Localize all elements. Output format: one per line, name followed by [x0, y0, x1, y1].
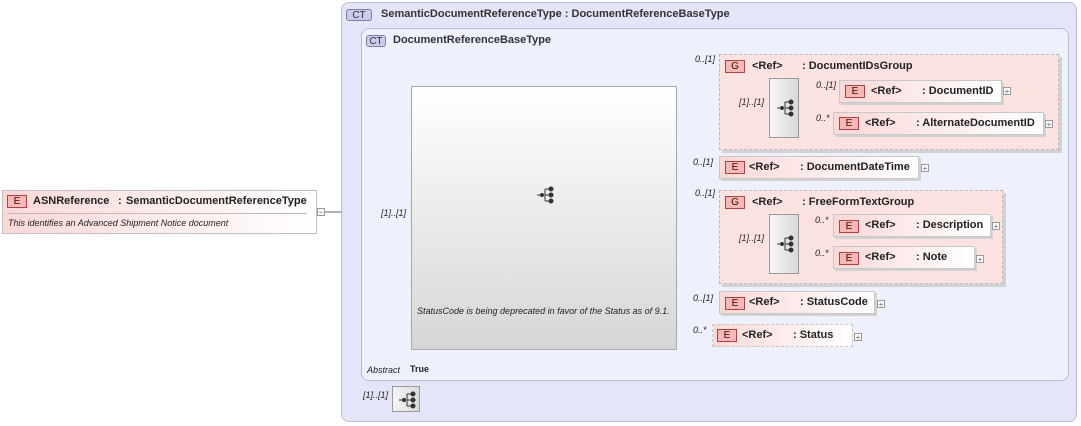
sequence-icon: [537, 186, 554, 204]
element-badge: E: [839, 117, 859, 130]
description-ref: <Ref>: [865, 219, 896, 231]
root-element[interactable]: E ASNReference : SemanticDocumentReferen…: [2, 190, 317, 234]
free-form-group-cardinality: 0..[1]: [695, 188, 716, 198]
document-date-time-cardinality: 0..[1]: [693, 157, 714, 167]
note-cardinality: 0..*: [815, 248, 829, 258]
free-form-sequence[interactable]: [769, 214, 799, 274]
status-ref: <Ref>: [742, 329, 773, 341]
status-code-element[interactable]: E <Ref> : StatusCode: [719, 291, 875, 314]
root-type: SemanticDocumentReferenceType: [126, 195, 307, 207]
ids-sequence[interactable]: [769, 78, 799, 138]
free-form-group-name: : FreeFormTextGroup: [802, 196, 915, 208]
root-separator: :: [118, 195, 122, 207]
abstract-label: Abstract: [367, 365, 401, 375]
note-name: : Note: [916, 251, 948, 263]
expand-plus-icon[interactable]: +: [1003, 87, 1011, 96]
document-id-cardinality: 0..[1]: [816, 80, 837, 90]
root-name: ASNReference: [33, 195, 110, 207]
ids-group-cardinality: 0..[1]: [695, 54, 716, 64]
outer-sequence-cardinality: [1]..[1]: [363, 390, 389, 400]
element-badge: E: [839, 252, 859, 265]
complex-type-badge: CT: [346, 9, 372, 21]
note-ref: <Ref>: [865, 251, 896, 263]
free-form-seq-cardinality: [1]..[1]: [739, 233, 765, 243]
ids-group-name: : DocumentIDsGroup: [802, 60, 913, 72]
sequence-container[interactable]: [411, 86, 677, 350]
status-name: : Status: [793, 329, 834, 341]
expand-plus-icon[interactable]: +: [1045, 120, 1053, 129]
alternate-document-id-ref: <Ref>: [865, 117, 896, 129]
group-badge: G: [725, 60, 745, 73]
document-date-time-ref: <Ref>: [749, 161, 780, 173]
document-date-time-element[interactable]: E <Ref> : DocumentDateTime: [719, 156, 919, 179]
document-id-ref: <Ref>: [871, 85, 902, 97]
root-documentation: This identifies an Advanced Shipment Not…: [8, 218, 229, 228]
sequence-icon: [777, 99, 794, 117]
element-badge: E: [725, 297, 745, 310]
inner-type-title: DocumentReferenceBaseType: [393, 34, 552, 46]
main-cardinality: [1]..[1]: [381, 208, 407, 218]
note-element[interactable]: E <Ref> : Note: [833, 246, 975, 269]
document-id-element[interactable]: E <Ref> : DocumentID: [839, 80, 1002, 103]
document-id-name: : DocumentID: [922, 85, 994, 97]
expand-plus-icon[interactable]: +: [992, 222, 1000, 231]
status-code-name: : StatusCode: [800, 296, 868, 308]
sequence-icon: [777, 235, 794, 253]
outer-type-title: SemanticDocumentReferenceType : Document…: [381, 8, 730, 20]
ids-seq-cardinality: [1]..[1]: [739, 97, 765, 107]
expand-plus-icon[interactable]: +: [854, 333, 862, 342]
expand-plus-icon[interactable]: +: [877, 300, 885, 309]
status-code-cardinality: 0..[1]: [693, 293, 714, 303]
status-element[interactable]: E <Ref> : Status: [712, 324, 853, 347]
ids-group-ref: <Ref>: [752, 60, 783, 72]
alternate-document-id-cardinality: 0..*: [816, 113, 830, 123]
alternate-document-id-element[interactable]: E <Ref> : AlternateDocumentID: [833, 112, 1044, 135]
document-date-time-name: : DocumentDateTime: [800, 161, 910, 173]
alternate-document-id-name: : AlternateDocumentID: [916, 117, 1035, 129]
divider: [7, 213, 307, 214]
element-badge: E: [725, 161, 745, 174]
group-badge: G: [725, 196, 745, 209]
outer-sequence[interactable]: [392, 386, 420, 412]
status-code-ref: <Ref>: [749, 296, 780, 308]
description-cardinality: 0..*: [815, 215, 829, 225]
expand-plus-icon[interactable]: +: [976, 255, 984, 264]
sequence-icon: [399, 391, 416, 409]
abstract-value: True: [410, 364, 430, 374]
description-element[interactable]: E <Ref> : Description: [833, 214, 991, 237]
element-badge: E: [717, 329, 737, 342]
annotation-text: StatusCode is being deprecated in favor …: [417, 306, 670, 316]
status-cardinality: 0..*: [693, 325, 707, 335]
complex-type-badge: CT: [366, 35, 386, 47]
expand-plus-icon[interactable]: +: [921, 164, 929, 173]
collapse-minus-icon[interactable]: −: [317, 208, 325, 217]
description-name: : Description: [916, 219, 984, 231]
element-badge: E: [845, 85, 865, 98]
free-form-group-ref: <Ref>: [752, 196, 783, 208]
element-badge: E: [7, 195, 27, 208]
element-badge: E: [839, 220, 859, 233]
